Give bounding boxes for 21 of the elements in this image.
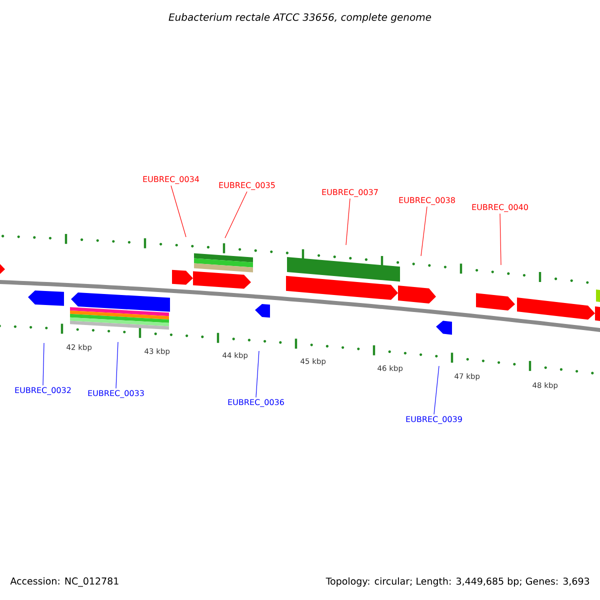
gene-label: EUBREC_0034	[143, 176, 200, 184]
gene-label: EUBREC_0037	[322, 189, 378, 197]
gene-label: EUBREC_0039	[406, 416, 462, 424]
leader-line	[116, 342, 118, 389]
gene-label: EUBREC_0033	[88, 390, 144, 398]
leader-line	[434, 366, 440, 415]
gene-label: EUBREC_0036	[228, 399, 284, 407]
leader-line	[420, 206, 428, 256]
footer-text: Topology: circular; Length: 3,449,685 bp; Genes: 3,693	[326, 577, 590, 587]
gene-label: EUBREC_0038	[399, 197, 455, 205]
leader-line	[42, 342, 44, 386]
gene-label: EUBREC_0035	[219, 182, 275, 190]
leader-line	[256, 350, 260, 398]
gene-label: EUBREC_0040	[472, 204, 528, 212]
leader-line	[224, 191, 248, 238]
footer-text: Accession: NC_012781	[10, 577, 118, 587]
title: Eubacterium rectale ATCC 33656, complete genome	[168, 13, 432, 23]
leader-line	[170, 185, 186, 238]
gene-label: EUBREC_0032	[15, 387, 71, 395]
leader-line	[500, 213, 502, 266]
leader-line	[346, 198, 350, 246]
